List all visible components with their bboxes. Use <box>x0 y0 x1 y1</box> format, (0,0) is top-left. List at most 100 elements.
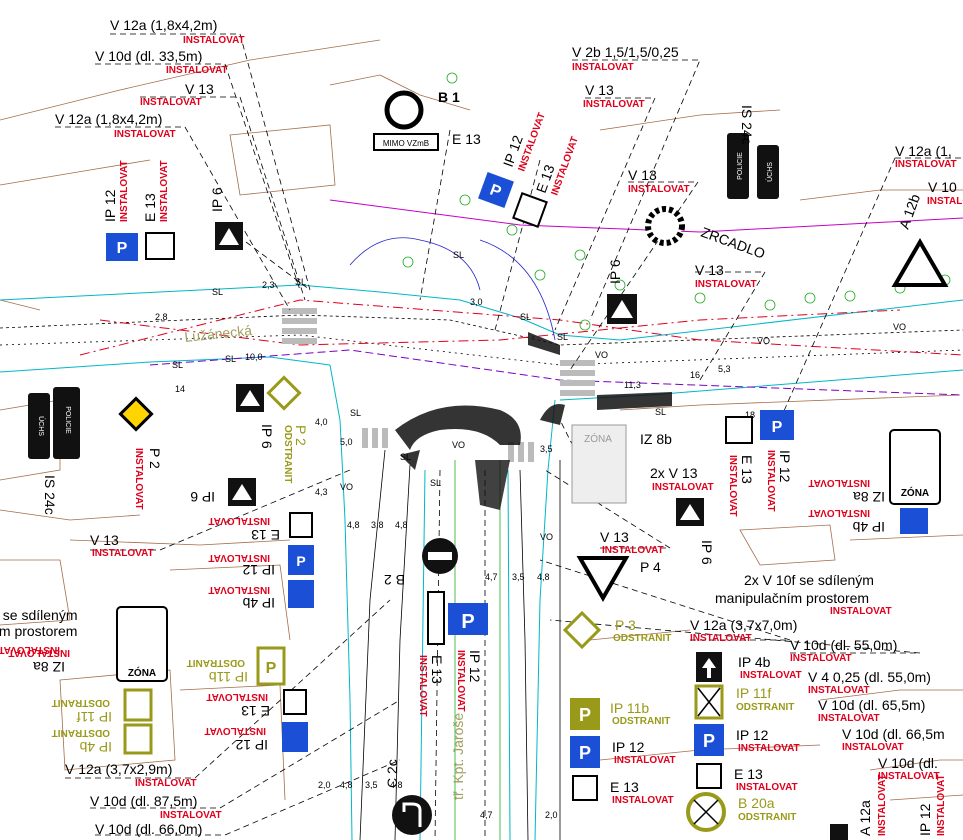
p4-yield-icon <box>576 556 630 603</box>
svg-text:INSTALOVAT: INSTALOVAT <box>652 482 714 493</box>
a12a-plate-icon <box>830 824 848 840</box>
svg-text:INSTALOVAT: INSTALOVAT <box>818 713 880 724</box>
svg-text:IP 11f: IP 11f <box>77 709 112 725</box>
svg-text:IP 6: IP 6 <box>190 489 215 505</box>
svg-text:V 13: V 13 <box>585 82 614 98</box>
zebra-crossings <box>282 308 595 462</box>
mimo-plate <box>373 133 439 151</box>
a12b-warning-icon <box>891 238 949 287</box>
svg-text:IP 12: IP 12 <box>777 450 793 483</box>
callouts: V 12a (1,8x4,2m) INSTALOVAT V 10d (dl. 3… <box>55 17 963 837</box>
svg-text:IP 11b: IP 11b <box>209 669 248 685</box>
svg-text:V 10d (dl. 66,0m): V 10d (dl. 66,0m) <box>95 821 202 837</box>
trees <box>349 72 951 341</box>
svg-text:4,8: 4,8 <box>340 780 353 790</box>
svg-text:4,8: 4,8 <box>537 572 550 582</box>
svg-text:IP 12: IP 12 <box>235 737 268 753</box>
svg-text:ím prostorem: ím prostorem <box>0 623 77 639</box>
svg-text:VO: VO <box>893 322 906 332</box>
svg-text:SL: SL <box>655 407 666 417</box>
svg-text:V 12a (1,8x4,2m): V 12a (1,8x4,2m) <box>110 17 217 33</box>
svg-text:5,0: 5,0 <box>340 437 353 447</box>
svg-text:VO: VO <box>452 440 465 450</box>
svg-text:V 12a (3,7x7,0m): V 12a (3,7x7,0m) <box>690 617 797 633</box>
svg-text:SL: SL <box>400 452 411 462</box>
svg-text:INSTALOVAT: INSTALOVAT <box>612 795 674 806</box>
svg-text:IP 6: IP 6 <box>259 424 275 449</box>
svg-text:E 13: E 13 <box>734 766 763 782</box>
leader-lines <box>55 33 963 836</box>
svg-text:IS 24c: IS 24c <box>739 105 755 145</box>
svg-text:2x V 13: 2x V 13 <box>650 465 698 481</box>
svg-text:INSTALOVAT: INSTALOVAT <box>166 65 228 76</box>
is24c-left-plate-icon <box>28 393 50 459</box>
svg-text:14: 14 <box>175 384 185 394</box>
svg-text:SL: SL <box>520 312 531 322</box>
svg-text:ODSTRANIT: ODSTRANIT <box>736 702 794 713</box>
svg-text:B 20a: B 20a <box>738 795 775 811</box>
svg-text:INSTALOVAT: INSTALOVAT <box>119 160 130 222</box>
svg-text:A 12a: A 12a <box>857 800 873 836</box>
svg-text:INSTALOVAT: INSTALOVAT <box>740 670 802 681</box>
svg-text:P 2: P 2 <box>147 448 163 469</box>
p3-olive-icon <box>562 610 602 650</box>
svg-text:E 13: E 13 <box>429 655 445 684</box>
street-name-luzanecka: Lužánecká <box>184 322 253 345</box>
ip11f-left-icon <box>123 688 153 722</box>
lusanecka-street <box>0 284 963 840</box>
svg-text:SL: SL <box>295 277 306 287</box>
zona-plate-center <box>571 424 627 504</box>
svg-text:INSTALOVAT: INSTALOVAT <box>140 97 202 108</box>
svg-text:IP 4b: IP 4b <box>852 519 885 535</box>
svg-text:IP 12: IP 12 <box>467 650 483 683</box>
svg-text:B 2: B 2 <box>384 572 405 588</box>
svg-text:E 13: E 13 <box>739 455 755 484</box>
svg-text:INSTALOVAT: INSTALOVAT <box>159 160 170 222</box>
svg-text:INSTALOVAT: INSTALOVAT <box>695 279 757 290</box>
svg-text:INSTALOVAT: INSTALOVAT <box>614 755 676 766</box>
svg-text:ODSTRANIT: ODSTRANIT <box>613 633 671 644</box>
svg-text:P 4: P 4 <box>640 559 661 575</box>
c2c-mandatory-icon <box>392 795 432 835</box>
svg-text:4,7: 4,7 <box>485 572 498 582</box>
svg-text:IP 11f: IP 11f <box>736 685 771 701</box>
svg-text:INSTALOVAT: INSTALOVAT <box>114 129 176 140</box>
tram-line <box>329 199 963 233</box>
svg-text:INSTALOVAT: INSTALOVAT <box>727 455 738 517</box>
svg-text:4,7: 4,7 <box>480 810 493 820</box>
svg-text:IZ 8a: IZ 8a <box>33 659 65 675</box>
svg-text:INSTALOVAT: INSTALOVAT <box>208 515 270 526</box>
svg-text:V 10d (dl. 33,5m): V 10d (dl. 33,5m) <box>95 48 202 64</box>
e13-right-bottom-icon <box>572 775 598 801</box>
svg-text:IP 4b: IP 4b <box>242 595 275 611</box>
svg-text:4,0: 4,0 <box>315 417 328 427</box>
pole-markers: SL SL SL SL SL SL SL SL SL SL SL VO VO V… <box>172 250 906 542</box>
svg-text:P: P <box>461 611 474 633</box>
svg-text:POLICIE: POLICIE <box>64 406 71 434</box>
svg-text:INSTALOVAT: INSTALOVAT <box>878 771 940 782</box>
svg-text:VO: VO <box>595 350 608 360</box>
ip11b-right-icon <box>570 698 600 730</box>
svg-text:IP 11b: IP 11b <box>610 700 649 716</box>
svg-text:4,8: 4,8 <box>395 520 408 530</box>
e13-left-plate-icon <box>145 232 175 260</box>
svg-text:INSTALOVAT: INSTALOVAT <box>208 552 270 563</box>
svg-text:C 2c: C 2c <box>384 759 400 788</box>
svg-text:V 12a (3,7x2,9m): V 12a (3,7x2,9m) <box>65 761 172 777</box>
svg-text:IP 6: IP 6 <box>699 540 715 565</box>
svg-text:INSTALOVAT: INSTALOVAT <box>135 778 197 789</box>
svg-text:INSTALOVAT: INSTALOVAT <box>8 647 70 658</box>
svg-text:INSTALOVAT: INSTALOVAT <box>790 653 852 664</box>
svg-text:VO: VO <box>757 336 770 346</box>
svg-text:3,5: 3,5 <box>512 572 525 582</box>
jarose-street <box>359 449 561 840</box>
svg-text:MIMO VZmB: MIMO VZmB <box>383 139 429 148</box>
svg-text:B 1: B 1 <box>438 89 460 105</box>
svg-text:IP 6: IP 6 <box>209 187 225 212</box>
svg-text:INSTALOVAT: INSTALOVAT <box>738 743 800 754</box>
svg-text:3,8: 3,8 <box>371 520 384 530</box>
svg-text:16: 16 <box>690 370 700 380</box>
svg-text:V 10d (dl. 55,0m): V 10d (dl. 55,0m) <box>790 637 897 653</box>
svg-text:IP 12: IP 12 <box>102 189 118 222</box>
